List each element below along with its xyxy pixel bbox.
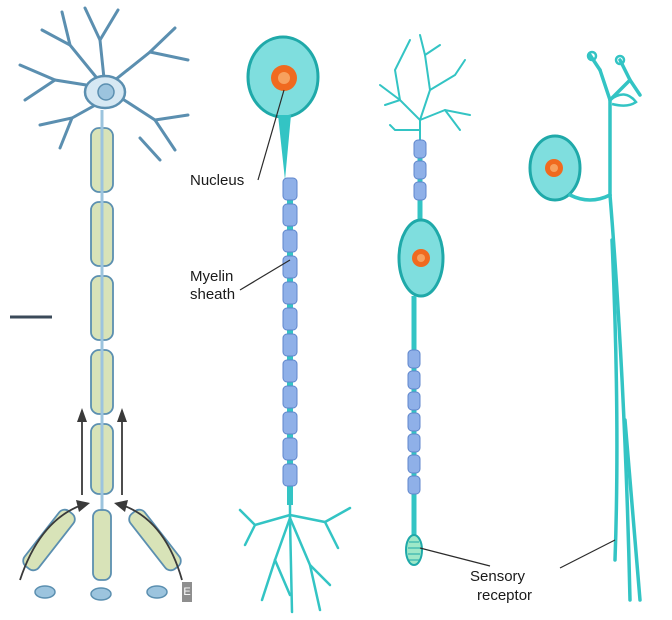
branch-segment-left — [20, 507, 77, 573]
corner-mark: E — [182, 582, 192, 602]
dendrite — [118, 96, 175, 150]
nucleus-label: Nucleus — [190, 172, 244, 189]
axon-terminal-arbor — [240, 500, 350, 612]
myelin-label: Myelin — [190, 268, 233, 285]
branch-segment-right — [126, 507, 183, 573]
bipolar-lower-myelin — [408, 350, 420, 494]
dendrite — [60, 118, 72, 148]
nucleus-outline — [98, 84, 114, 100]
dendrite — [155, 115, 188, 120]
myelin-leader-line — [240, 260, 290, 290]
dendrite — [150, 52, 188, 60]
branch-segment-center — [93, 510, 111, 580]
dendrite — [140, 138, 160, 160]
sensory-receptor-leader-lines — [420, 540, 615, 568]
sensory-label: Sensory — [470, 568, 525, 585]
unipolar-processes — [570, 55, 640, 600]
terminal-feet — [35, 586, 167, 600]
dendrite — [100, 10, 118, 40]
bipolar-dendrites — [380, 35, 470, 140]
receptor-label: receptor — [477, 587, 532, 604]
axon-hillock — [278, 115, 291, 180]
axon-terminal-branches — [20, 507, 183, 580]
sheath-label: sheath — [190, 286, 235, 303]
dendrite — [25, 80, 55, 100]
bipolar-upper-myelin — [414, 140, 426, 200]
